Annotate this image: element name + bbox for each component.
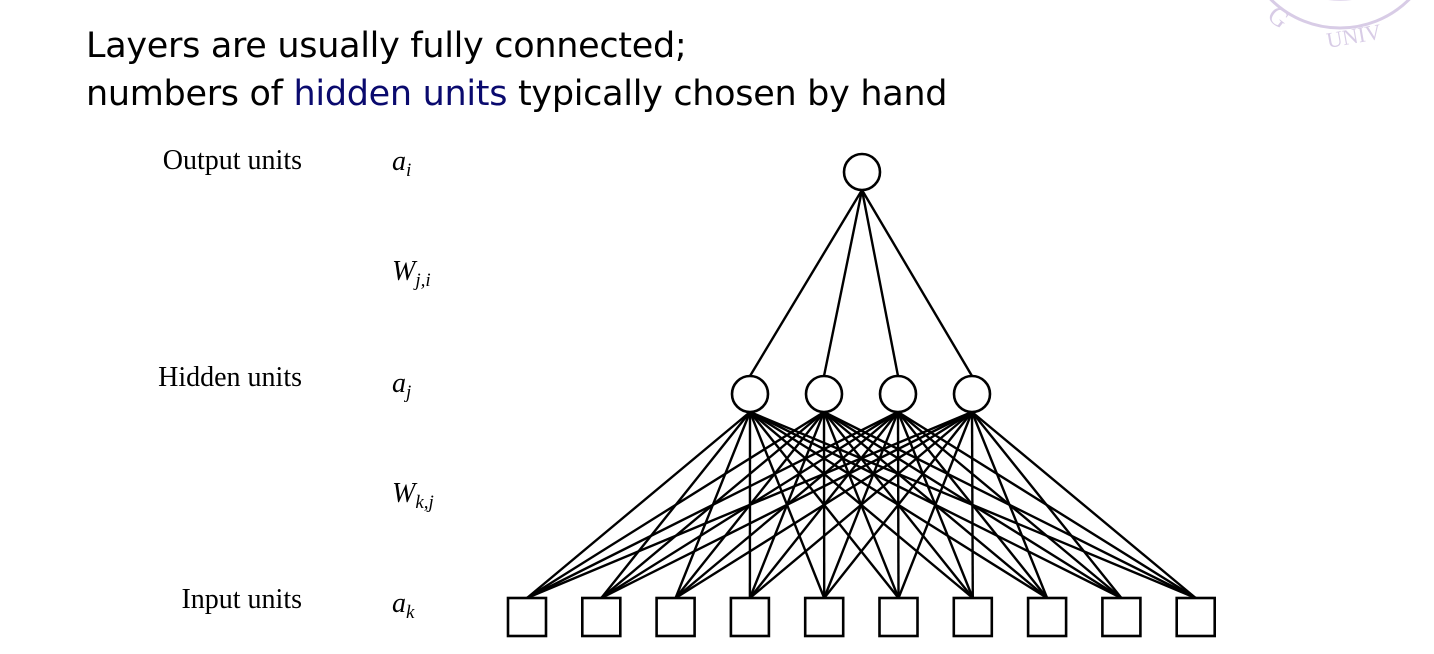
weights-kj-symbol: Wk,j [392,478,434,513]
edge-input-hidden [600,411,751,599]
input-unit-node [803,596,845,638]
output-units-label: Output units [162,145,302,176]
input-unit-node [1101,596,1142,638]
slide-title: Layers are usually fully connected; numb… [86,22,947,118]
edge-input-hidden [971,411,1197,599]
title-line-2: numbers of hidden units typically chosen… [86,70,947,118]
edge-input-hidden [749,411,974,599]
hidden-unit-node [730,374,770,414]
input-unit-node [1175,596,1216,638]
input-unit-node [580,596,622,638]
input-unit-node [878,596,919,638]
input-unit-node [729,596,771,638]
output-activation-symbol: ai [392,146,412,181]
input-activation-symbol: ak [392,588,415,623]
edge-input-hidden [749,410,1048,600]
edge-hidden-output [822,189,864,377]
edge-input-hidden [674,411,752,599]
edge-hidden-output [748,189,864,377]
university-seal-watermark: G UNIV [1262,0,1411,53]
edge-input-hidden [897,410,1197,600]
edge-input-hidden [749,410,1122,600]
title-line-1: Layers are usually fully connected; [86,26,687,66]
title-line-2-start: numbers of [86,74,294,114]
edge-hidden-output [860,189,974,377]
title-line-2-end: typically chosen by hand [507,74,948,114]
edge-input-hidden [749,411,900,599]
edge-input-hidden [823,410,1197,600]
hidden-unit-node [952,374,992,414]
hidden-unit-node [804,374,844,414]
input-unit-node [952,596,994,638]
hidden-unit-node [878,374,918,414]
input-unit-node [506,596,548,638]
edge-input-hidden [526,411,751,599]
output-unit-node [842,152,882,192]
edge-input-hidden [749,410,1197,600]
edge-hidden-output [860,189,900,377]
hidden-units-highlight: hidden units [293,74,508,114]
input-unit-node [655,596,696,638]
hidden-units-label: Hidden units [158,362,302,393]
input-unit-node [1026,596,1068,638]
hidden-activation-symbol: aj [392,368,412,403]
edge-input-hidden [748,411,826,599]
input-units-label: Input units [181,584,302,615]
weights-ji-symbol: Wj,i [392,256,431,291]
